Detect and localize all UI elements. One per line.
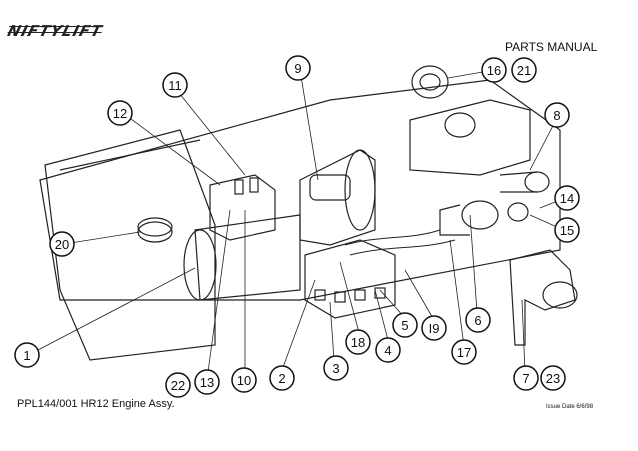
svg-text:5: 5 — [401, 318, 408, 333]
drawing-reference: PPL144/001 HR12 Engine Assy. — [17, 398, 175, 410]
svg-text:7: 7 — [522, 371, 529, 386]
callout-22: 22 — [165, 372, 191, 398]
svg-text:12: 12 — [113, 106, 127, 121]
cylinder-body — [194, 214, 301, 301]
svg-text:22: 22 — [171, 378, 185, 393]
svg-text:3: 3 — [332, 361, 339, 376]
oil-cap — [444, 112, 476, 138]
callout-6: 6 — [465, 307, 491, 333]
callout-20: 20 — [49, 231, 75, 257]
callout-23: 23 — [540, 365, 566, 391]
engine-block — [409, 99, 531, 176]
callout-11: 11 — [162, 72, 188, 98]
callout-2: 2 — [269, 365, 295, 391]
pulley — [411, 65, 449, 99]
callout-17: 17 — [451, 339, 477, 365]
svg-text:6: 6 — [474, 313, 481, 328]
svg-text:10: 10 — [237, 373, 251, 388]
svg-text:15: 15 — [560, 223, 574, 238]
callout-18: 18 — [345, 329, 371, 355]
valve-block — [209, 174, 276, 241]
callout-19: I9 — [421, 315, 447, 341]
svg-text:4: 4 — [384, 343, 391, 358]
svg-text:20: 20 — [55, 237, 69, 252]
coupling — [309, 174, 351, 201]
svg-text:16: 16 — [487, 63, 501, 78]
svg-text:1: 1 — [23, 348, 30, 363]
callout-14: 14 — [554, 185, 580, 211]
manual-title: PARTS MANUAL — [505, 40, 598, 54]
wiring-loom — [344, 229, 456, 256]
svg-text:8: 8 — [553, 108, 560, 123]
svg-text:14: 14 — [560, 191, 574, 206]
leader-lines — [37, 69, 567, 375]
callout-10: 10 — [231, 367, 257, 393]
svg-text:13: 13 — [200, 375, 214, 390]
callout-1: 1 — [14, 342, 40, 368]
control-box — [304, 239, 396, 319]
starter-motor — [461, 200, 499, 230]
callout-9: 9 — [285, 55, 311, 81]
callout-5: 5 — [392, 312, 418, 338]
fuel-tank — [44, 129, 216, 361]
exhaust-bracket — [509, 249, 576, 346]
callout-13: 13 — [194, 369, 220, 395]
svg-text:17: 17 — [457, 345, 471, 360]
svg-text:11: 11 — [168, 78, 182, 93]
svg-text:I9: I9 — [429, 321, 440, 336]
filler-cap — [137, 221, 173, 243]
callout-12: 12 — [107, 100, 133, 126]
callout-8: 8 — [544, 102, 570, 128]
svg-text:23: 23 — [546, 371, 560, 386]
callout-21: 21 — [511, 57, 537, 83]
callout-15: 15 — [554, 217, 580, 243]
callout-3: 3 — [323, 355, 349, 381]
air-filter-canister — [524, 171, 550, 193]
gauge — [507, 202, 529, 222]
svg-text:2: 2 — [278, 371, 285, 386]
issue-date: Issue Date 6/6/98 — [546, 404, 594, 410]
callout-7: 7 — [513, 365, 539, 391]
svg-text:9: 9 — [294, 61, 301, 76]
svg-text:18: 18 — [351, 335, 365, 350]
svg-text:21: 21 — [517, 63, 531, 78]
callout-16: 16 — [481, 57, 507, 83]
callout-4: 4 — [375, 337, 401, 363]
